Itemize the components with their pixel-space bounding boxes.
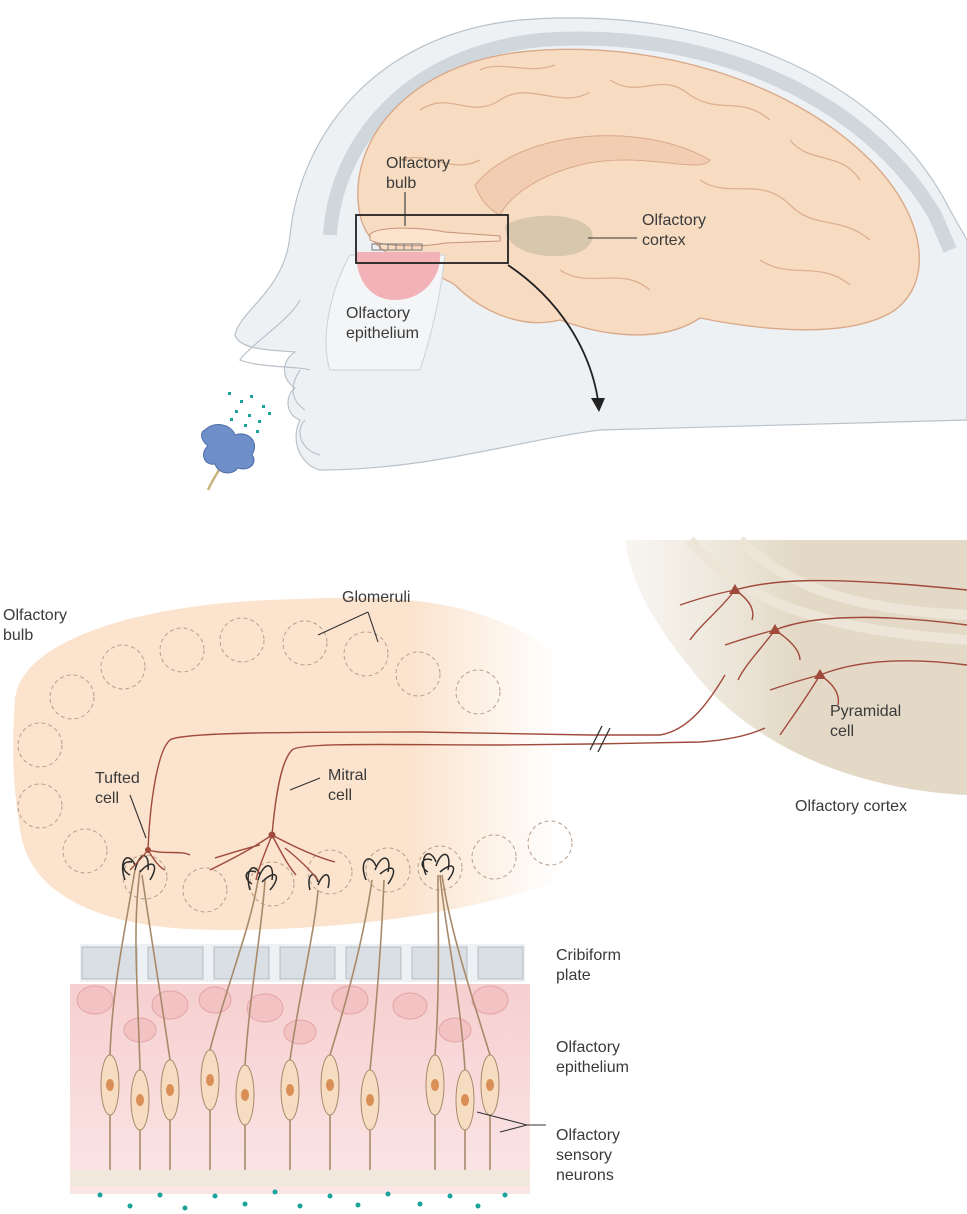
label-mitral-2: cell (328, 787, 352, 804)
label-glomeruli: Glomeruli (342, 589, 410, 606)
olfactory-bulb (13, 598, 560, 930)
label-mitral-1: Mitral (328, 767, 367, 784)
enlarged-section: Olfactory bulb Glomeruli Tufted cell Mit… (3, 540, 967, 1211)
label-osn-3: neurons (556, 1167, 614, 1184)
label-pyramidal-1: Pyramidal (830, 703, 901, 720)
label-osn-1: Olfactory (556, 1127, 620, 1144)
label-osn-2: sensory (556, 1147, 612, 1164)
label-tufted-1: Tufted (95, 770, 140, 787)
label-cortex: Olfactory cortex (795, 798, 907, 815)
label-cribriform-2: plate (556, 967, 591, 984)
label-bulb-2: bulb (3, 627, 33, 644)
label-tufted-2: cell (95, 790, 119, 807)
label-top-epith-1: Olfactory (346, 305, 410, 322)
odorant-dots-top (228, 392, 271, 433)
label-pyramidal-2: cell (830, 723, 854, 740)
label-epith-2: epithelium (556, 1059, 629, 1076)
label-cribriform-1: Cribiform (556, 947, 621, 964)
label-top-cortex-1: Olfactory (642, 212, 706, 229)
label-bulb-1: Olfactory (3, 607, 67, 624)
basal-mucus-layer (70, 1170, 530, 1186)
label-top-cortex-2: cortex (642, 232, 686, 249)
flower (202, 425, 255, 473)
label-top-bulb-2: bulb (386, 175, 416, 192)
label-epith-1: Olfactory (556, 1039, 620, 1056)
axon-break-marks (590, 726, 610, 752)
head-section: Olfactory bulb Olfactory cortex Olfactor… (202, 18, 967, 490)
label-top-epith-2: epithelium (346, 325, 419, 342)
label-top-bulb-1: Olfactory (386, 155, 450, 172)
